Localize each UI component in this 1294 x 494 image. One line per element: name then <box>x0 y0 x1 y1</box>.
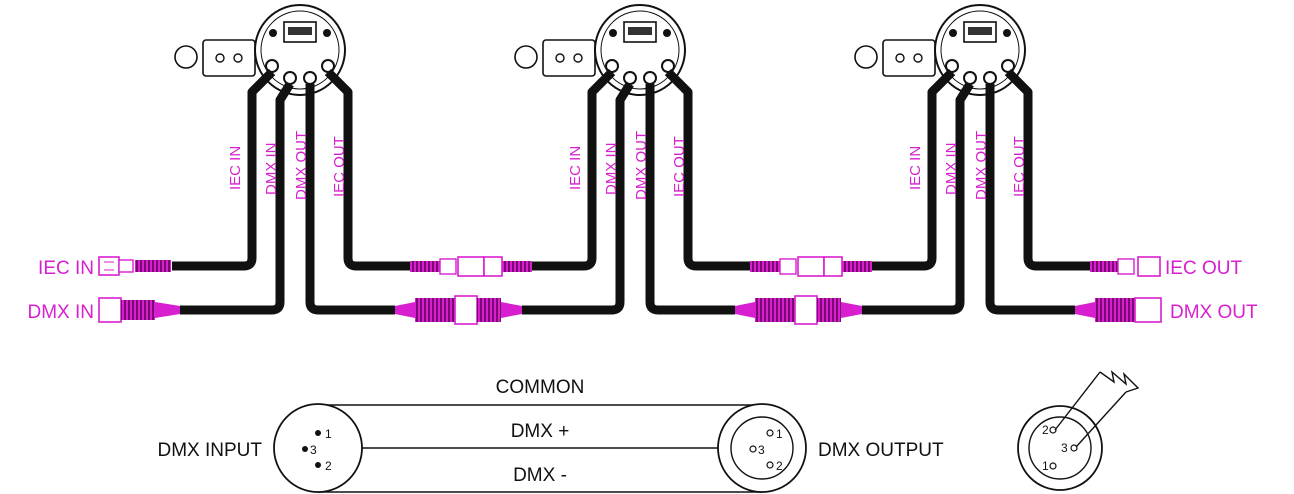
dmx-plus-label: DMX + <box>511 421 570 442</box>
dmx-output-label: DMX OUTPUT <box>818 440 944 461</box>
pin-label: 3 <box>310 443 317 457</box>
mounting-bracket-icon <box>514 39 596 77</box>
terminator-connector-icon: 2 3 1 <box>1017 370 1140 491</box>
xlr-plug-icon <box>1075 297 1162 323</box>
dmx-out-cable <box>985 84 1075 315</box>
iec-out-cable <box>324 68 410 271</box>
pin-label: 1 <box>325 427 332 441</box>
pin-label: 1 <box>1042 459 1049 473</box>
iec-plug-icon <box>1090 256 1161 277</box>
fixture-3 <box>854 4 1026 96</box>
dmx-input-label: DMX INPUT <box>158 440 263 461</box>
cable-label: IEC IN <box>907 146 924 190</box>
fixture-head-icon <box>594 4 686 96</box>
cable-label: DMX OUT <box>973 131 990 200</box>
fixture-head-icon <box>934 4 1026 96</box>
cable-label: IEC OUT <box>331 136 348 197</box>
dmx-in-cable <box>862 81 974 315</box>
cable-label: DMX IN <box>263 143 280 196</box>
dmx-in-cable <box>180 81 294 315</box>
dmx-out-cable <box>645 84 735 315</box>
iec-out-cable <box>664 68 750 271</box>
common-label: COMMON <box>496 377 585 398</box>
iec-in-label: IEC IN <box>38 258 94 279</box>
pin-label: 3 <box>758 443 765 457</box>
cable-label: DMX IN <box>943 143 960 196</box>
xlr-coupler-icon <box>395 295 522 325</box>
fixture-head-icon <box>254 4 346 96</box>
mounting-bracket-icon <box>854 39 936 77</box>
xlr-plug-icon <box>98 297 180 323</box>
pin-label: 2 <box>776 459 783 473</box>
dmx-in-label: DMX IN <box>28 302 95 323</box>
cable-label: IEC IN <box>567 146 584 190</box>
fixture-1 <box>174 4 346 96</box>
xlr-coupler-icon <box>735 295 862 325</box>
cables <box>172 68 1090 315</box>
iec-coupler-icon <box>750 256 872 277</box>
dmx-minus-label: DMX - <box>513 465 567 486</box>
cable-labels-fixture-2: IEC IN DMX IN DMX OUT IEC OUT <box>567 131 688 200</box>
cable-label: DMX IN <box>603 143 620 196</box>
cable-label: DMX OUT <box>633 131 650 200</box>
connectors <box>98 256 1162 325</box>
pin-label: 3 <box>1061 441 1068 455</box>
pin-label: 2 <box>1042 423 1049 437</box>
xlr-input-connector-icon: 1 3 2 <box>273 403 363 493</box>
xlr-output-connector-icon: 1 3 2 <box>717 403 807 493</box>
dmx-out-label: DMX OUT <box>1170 302 1258 323</box>
iec-in-cable <box>872 68 956 271</box>
cable-labels-fixture-3: IEC IN DMX IN DMX OUT IEC OUT <box>907 131 1028 200</box>
iec-plug-icon <box>98 256 171 276</box>
dmx-wiring-diagram: COMMON DMX + DMX - 1 3 2 DMX INPUT 1 3 2… <box>158 370 1140 493</box>
cable-label: DMX OUT <box>293 131 310 200</box>
iec-out-label: IEC OUT <box>1165 258 1242 279</box>
iec-coupler-icon <box>410 256 532 277</box>
iec-in-cable <box>532 68 616 271</box>
resistor-lead-icon <box>1054 370 1140 448</box>
iec-out-cable <box>1004 68 1090 271</box>
iec-in-cable <box>172 68 276 271</box>
cable-label: IEC OUT <box>671 136 688 197</box>
pin-label: 2 <box>325 459 332 473</box>
cable-label: IEC IN <box>227 146 244 190</box>
dmx-in-cable <box>522 81 634 315</box>
cable-label: IEC OUT <box>1011 136 1028 197</box>
cable-labels-fixture-1: IEC IN DMX IN DMX OUT IEC OUT <box>227 131 348 200</box>
dmx-out-cable <box>305 84 395 315</box>
mounting-bracket-icon <box>174 39 256 77</box>
pin-label: 1 <box>776 427 783 441</box>
fixture-2 <box>514 4 686 96</box>
